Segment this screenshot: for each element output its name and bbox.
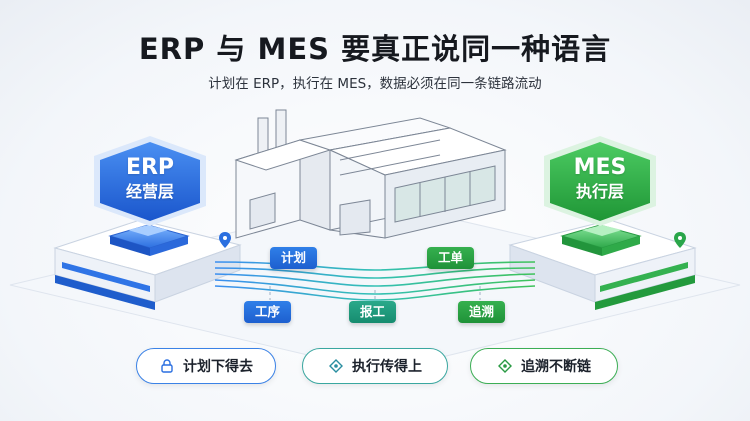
flow-tag-work-order: 工单 [427, 247, 475, 269]
location-pin-icon [219, 232, 231, 248]
lock-icon [161, 359, 173, 373]
mes-label: MES 执行层 [550, 155, 650, 203]
mes-device [508, 219, 697, 310]
mes-layer: 执行层 [575, 182, 624, 201]
flow-tag-process: 工序 [244, 301, 292, 323]
mes-name: MES [573, 155, 627, 180]
mes-hexagon [544, 136, 656, 226]
erp-device [53, 219, 242, 310]
principle-label: 追溯不断链 [521, 359, 591, 375]
principle-exec-up: 执行传得上 [302, 348, 448, 384]
principle-plan-down: 计划下得去 [136, 348, 276, 384]
diamond-icon [329, 359, 343, 373]
factory-icon [234, 109, 507, 239]
page-subtitle: 计划在 ERP，执行在 MES，数据必须在同一条链路流动 [208, 76, 542, 92]
erp-hexagon [94, 136, 206, 226]
location-pin-icon [674, 232, 686, 248]
page-title: ERP 与 MES 要真正说同一种语言 [138, 32, 612, 66]
flow-tag-plan: 计划 [270, 247, 318, 269]
flow-tag-trace: 追溯 [458, 301, 506, 323]
diamond-icon [498, 359, 512, 373]
principle-label: 计划下得去 [183, 359, 253, 375]
erp-layer: 经营层 [125, 182, 174, 201]
principle-trace-unbroken: 追溯不断链 [470, 348, 618, 384]
principle-label: 执行传得上 [352, 359, 422, 375]
erp-label: ERP 经营层 [100, 155, 200, 203]
flow-tag-report: 报工 [349, 301, 397, 323]
erp-name: ERP [125, 155, 175, 180]
